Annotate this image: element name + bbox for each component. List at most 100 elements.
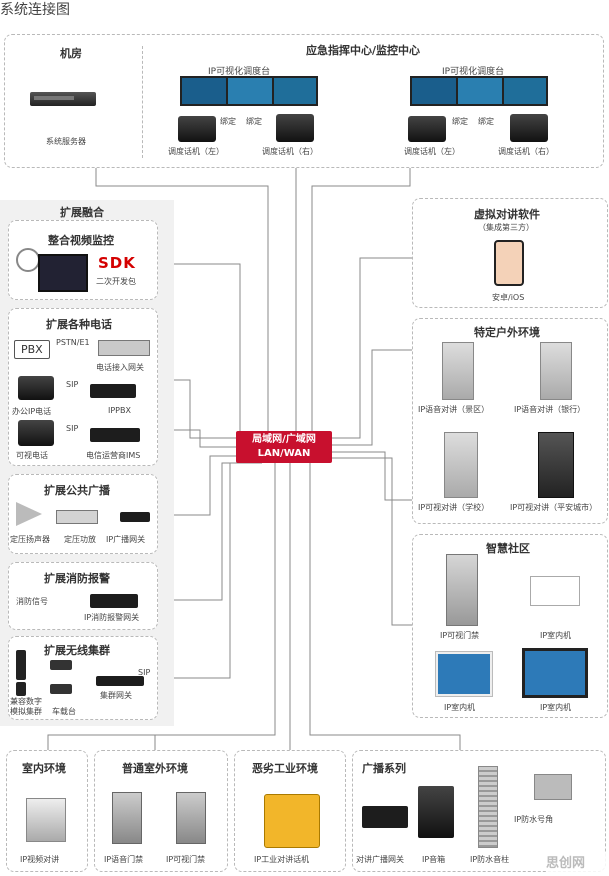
smartphone-icon xyxy=(494,240,524,286)
office-phone-icon xyxy=(18,376,54,400)
sdk-label: SDK xyxy=(98,254,136,272)
sdk-caption: 二次开发包 xyxy=(96,277,136,286)
video-title: 整合视频监控 xyxy=(48,234,114,247)
right-phone-left-icon xyxy=(408,116,446,142)
outdoor-item-3: IP可视对讲（平安城市） xyxy=(510,503,598,512)
right-console-title: IP可视化调度台 xyxy=(442,67,505,77)
virtual-subtitle: （集成第三方） xyxy=(478,223,534,232)
left-bind-a: 绑定 xyxy=(220,117,236,126)
normal-outdoor-title: 普通室外环境 xyxy=(122,762,188,775)
industrial-phone-icon xyxy=(264,794,320,848)
hub-line2: LAN/WAN xyxy=(257,448,311,459)
ip-speaker-icon xyxy=(418,786,454,838)
indoor-title: 室内环境 xyxy=(22,762,66,775)
trunk-gateway-icon xyxy=(96,676,144,686)
column-speaker-icon xyxy=(478,766,498,848)
top-divider xyxy=(142,46,143,158)
community-title: 智慧社区 xyxy=(486,542,530,555)
normal-outdoor-item-1: IP可视门禁 xyxy=(166,855,206,864)
fire-title: 扩展消防报警 xyxy=(44,572,110,585)
door-access-icon xyxy=(446,554,478,626)
broadcast-series-item-0: 对讲广播网关 xyxy=(356,855,404,864)
virtual-caption: 安卓/iOS xyxy=(492,293,525,302)
gateway-icon xyxy=(98,340,150,356)
network-hub: 局域网/广域网 LAN/WAN xyxy=(236,431,332,463)
community-item-1: IP室内机 xyxy=(540,631,572,640)
speaker-label: 定压扬声器 xyxy=(10,535,50,544)
outdoor-item-0: IP语音对讲（景区） xyxy=(418,405,490,414)
industrial-title: 恶劣工业环境 xyxy=(252,762,318,775)
indoor-item-0: IP视频对讲 xyxy=(20,855,60,864)
video-intercom-icon xyxy=(26,798,66,842)
left-console-title: IP可视化调度台 xyxy=(208,67,271,77)
intercom-scenic-icon xyxy=(442,342,474,400)
sip1-label: SIP xyxy=(66,380,79,389)
right-monitors-icon xyxy=(410,76,548,110)
intercom-bank-icon xyxy=(540,342,572,400)
intercom-city-icon xyxy=(538,432,574,498)
page-title: 系统连接图 xyxy=(0,2,70,18)
right-bind-b: 绑定 xyxy=(478,117,494,126)
outdoor-special-title: 特定户外环境 xyxy=(474,326,540,339)
indoor-unit-icon-2 xyxy=(435,651,493,697)
broadcast-gateway-box-icon xyxy=(362,806,408,828)
left-bind-b: 绑定 xyxy=(246,117,262,126)
industrial-item-0: IP工业对讲话机 xyxy=(254,855,310,864)
indoor-unit-icon-3 xyxy=(522,648,588,698)
video-phone-icon xyxy=(18,420,54,446)
community-item-3: IP室内机 xyxy=(540,703,572,712)
compat-label-1: 兼容数字 xyxy=(10,697,42,706)
right-phone-left-label: 调度话机（左） xyxy=(404,147,460,156)
broadcast-gateway-icon xyxy=(120,512,150,522)
pbx-label: PBX xyxy=(14,340,50,359)
center-title: 应急指挥中心/监控中心 xyxy=(306,44,421,57)
sip2-label: SIP xyxy=(66,424,79,433)
phone-title: 扩展各种电话 xyxy=(46,318,112,331)
dome-camera-icon xyxy=(16,248,40,272)
trunk-gateway-label: 集群网关 xyxy=(100,691,132,700)
horn-speaker-icon xyxy=(16,502,42,526)
right-phone-right-icon xyxy=(510,114,548,142)
ims-label: 电信运营商IMS xyxy=(86,451,141,460)
pstn-label: PSTN/E1 xyxy=(56,338,90,347)
watermark: 思创网 xyxy=(546,852,606,872)
left-phone-left-icon xyxy=(178,116,216,142)
watermark-text: 思创网 xyxy=(546,856,586,871)
ippbx-icon xyxy=(90,384,136,398)
office-phone-label: 办公IP电话 xyxy=(12,407,52,416)
outdoor-item-1: IP语音对讲（银行） xyxy=(514,405,586,414)
fire-gateway-label: IP消防报警网关 xyxy=(84,613,140,622)
left-phone-right-label: 调度话机（右） xyxy=(262,147,318,156)
horn-icon xyxy=(534,774,572,800)
room-title: 机房 xyxy=(60,47,82,60)
vehicle-radio-icon xyxy=(50,660,72,670)
community-item-0: IP可视门禁 xyxy=(440,631,480,640)
intercom-school-icon xyxy=(444,432,478,498)
broadcast-series-item-3: IP防水号角 xyxy=(514,815,554,824)
left-monitors-icon xyxy=(180,76,318,110)
radio-sip-label: SIP xyxy=(138,668,151,677)
voice-access-icon xyxy=(112,792,142,844)
amp-label: 定压功放 xyxy=(64,535,96,544)
video-display-icon xyxy=(38,254,88,292)
left-phone-right-icon xyxy=(276,114,314,142)
video-access-icon xyxy=(176,792,206,844)
hub-line1: 局域网/广域网 xyxy=(252,434,316,445)
server-face xyxy=(34,96,74,100)
broadcast-gateway-label: IP广播网关 xyxy=(106,535,146,544)
outdoor-item-2: IP可视对讲（学校） xyxy=(418,503,490,512)
video-phone-label: 可视电话 xyxy=(16,451,48,460)
normal-outdoor-item-0: IP语音门禁 xyxy=(104,855,144,864)
vehicle-radio-icon-2 xyxy=(50,684,72,694)
ippbx-label: IPPBX xyxy=(108,406,131,415)
right-phone-right-label: 调度话机（右） xyxy=(498,147,554,156)
server-label: 系统服务器 xyxy=(46,137,86,146)
indoor-unit-icon xyxy=(530,576,580,606)
expansion-title: 扩展融合 xyxy=(60,206,104,219)
left-phone-left-label: 调度话机（左） xyxy=(168,147,224,156)
gateway-label: 电话接入网关 xyxy=(96,363,144,372)
compat-label-2: 模拟集群 xyxy=(10,707,42,716)
fire-signal-label: 消防信号 xyxy=(16,597,48,606)
virtual-title: 虚拟对讲软件 xyxy=(474,208,540,221)
walkie-talkie-icon-2 xyxy=(16,682,26,696)
